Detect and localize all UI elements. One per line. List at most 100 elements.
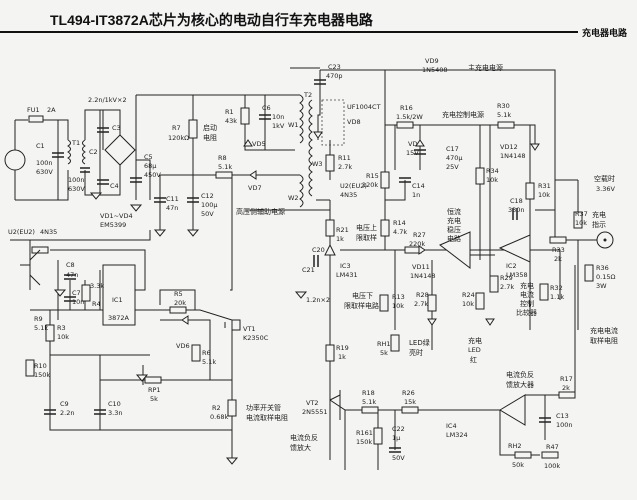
label-w1: W1 [288, 121, 299, 129]
resistor-r13 [379, 294, 389, 312]
label-rp1-value: 5k [150, 395, 158, 403]
label-r17: R17 [560, 375, 573, 383]
label-c6-cap: 10n [272, 113, 284, 121]
resistor-r6 [191, 344, 201, 362]
label-cmp-4: 比较器 [516, 308, 537, 317]
label-c22: C22 [392, 425, 405, 433]
label-r34-value: 10k [486, 176, 498, 184]
label-amp-left-1: 电流负反 [290, 433, 318, 442]
fuse-fu1 [28, 115, 44, 123]
label-r28: R28 [416, 291, 429, 299]
label-amp-2: 馈放大器 [506, 380, 534, 389]
label-r11-value: 2.7k [338, 163, 352, 171]
potentiometer-rp1 [144, 376, 162, 384]
label-r32-value: 1.1k [550, 293, 564, 301]
label-c14: C14 [412, 182, 425, 190]
label-sense-1: 充电电流 [590, 326, 618, 335]
label-r14-value: 4.7k [393, 228, 407, 236]
label-c13-value: 100n [556, 421, 573, 429]
label-c22-cap: 1μ [392, 434, 400, 442]
label-r19: R19 [336, 344, 349, 352]
label-c11: C11 [166, 195, 179, 203]
label-rp1: RP1 [148, 386, 161, 394]
label-switch-1: 功率开关管 [246, 403, 281, 412]
resistor-r10 [25, 359, 35, 377]
label-cx2-cap: 100n [68, 176, 85, 184]
label-ic4: IC4 [446, 422, 457, 430]
label-ic2: IC2 [506, 262, 517, 270]
diode-vd8 [313, 131, 323, 139]
label-vd12: VD12 [500, 143, 518, 151]
label-c5-cap: 68μ [144, 162, 156, 170]
label-led-green-1: LED绿 [409, 338, 430, 347]
label-t2: T2 [303, 91, 312, 99]
diagram-title: TL494-IT3872A芯片为核心的电动自行车充电器电路 [50, 12, 373, 28]
label-cy: 2.2n/1kV×2 [88, 96, 127, 104]
led-green [427, 318, 437, 326]
label-c20-c21-value: 1.2n×2 [306, 296, 330, 304]
mosfet-vt1 [224, 319, 241, 331]
label-u2b-part: 4N35 [40, 228, 57, 236]
title-rule [0, 31, 578, 33]
label-r1: R1 [225, 108, 234, 116]
label-r15-value: 120k [362, 181, 378, 189]
label-c10: C10 [108, 400, 121, 408]
resistor-r30 [497, 121, 515, 129]
label-r6: R6 [202, 349, 211, 357]
label-w2: W2 [288, 194, 299, 202]
led-red [485, 318, 495, 326]
label-cmp-1: 充电 [520, 281, 534, 290]
label-r13: R13 [392, 293, 405, 301]
resistor-r29 [489, 275, 499, 293]
label-noload-voltage: 3.36V [596, 185, 615, 193]
label-noload: 空载时 [594, 174, 615, 183]
label-r1-value: 43k [225, 117, 237, 125]
label-r4-value: 3.3k [90, 282, 104, 290]
zener-vd5 [243, 139, 253, 147]
label-c1-volt: 630V [36, 168, 53, 176]
label-sense-2: 取样电阻 [590, 336, 618, 345]
label-r161: R161 [356, 429, 373, 437]
label-cmp-3: 控制 [520, 299, 534, 308]
label-ic2-part: LM358 [506, 271, 528, 279]
label-c1-cap: 100n [36, 159, 53, 167]
resistor-r19 [325, 344, 335, 362]
resistor-r2 [227, 399, 237, 417]
label-r21: R21 [336, 226, 349, 234]
diode-package-uf1004ct [321, 99, 345, 146]
resistor-r33 [549, 236, 567, 244]
resistor-r1 [240, 107, 250, 125]
label-r36: R36 [596, 264, 609, 272]
label-vd7: VD7 [248, 184, 262, 192]
label-c12-cap: 100μ [201, 201, 218, 209]
label-r37-value: 10k [575, 219, 587, 227]
resistor-r31 [525, 182, 535, 200]
label-ic4-part: LM324 [446, 431, 468, 439]
label-r18-value: 5.1k [362, 398, 376, 406]
label-cc-3: 稳压 [447, 225, 461, 234]
label-c6: C6 [262, 104, 271, 112]
resistor-r17 [558, 391, 576, 399]
resistor-r21 [325, 219, 335, 237]
label-vd5: VD5 [252, 140, 266, 148]
section-tag: 充电器电路 [582, 29, 628, 39]
ground-symbols [53, 192, 308, 465]
label-r10-value: 150k [34, 371, 50, 379]
label-vt1-part: K2350C [243, 334, 269, 342]
label-vdown-1: 电压下 [352, 291, 373, 300]
resistor-r3 [45, 324, 55, 342]
label-indicator-1: 充电 [592, 210, 606, 219]
resistor-r8 [215, 171, 233, 179]
label-c22-volt: 50V [392, 454, 405, 462]
label-indicator-2: 指示 [592, 220, 606, 229]
label-rh1-value: 5k [380, 349, 388, 357]
label-cx2-volt: 630V [68, 185, 85, 193]
label-vd: VD [408, 140, 417, 148]
resistor-r28 [427, 294, 437, 312]
opamp-ic2a [439, 231, 471, 270]
resistor-r15 [380, 171, 390, 189]
label-rh1: RH1 [377, 340, 391, 348]
label-rh2: RH2 [508, 442, 522, 450]
label-r26: R26 [402, 389, 415, 397]
resistor-r11 [325, 154, 335, 172]
